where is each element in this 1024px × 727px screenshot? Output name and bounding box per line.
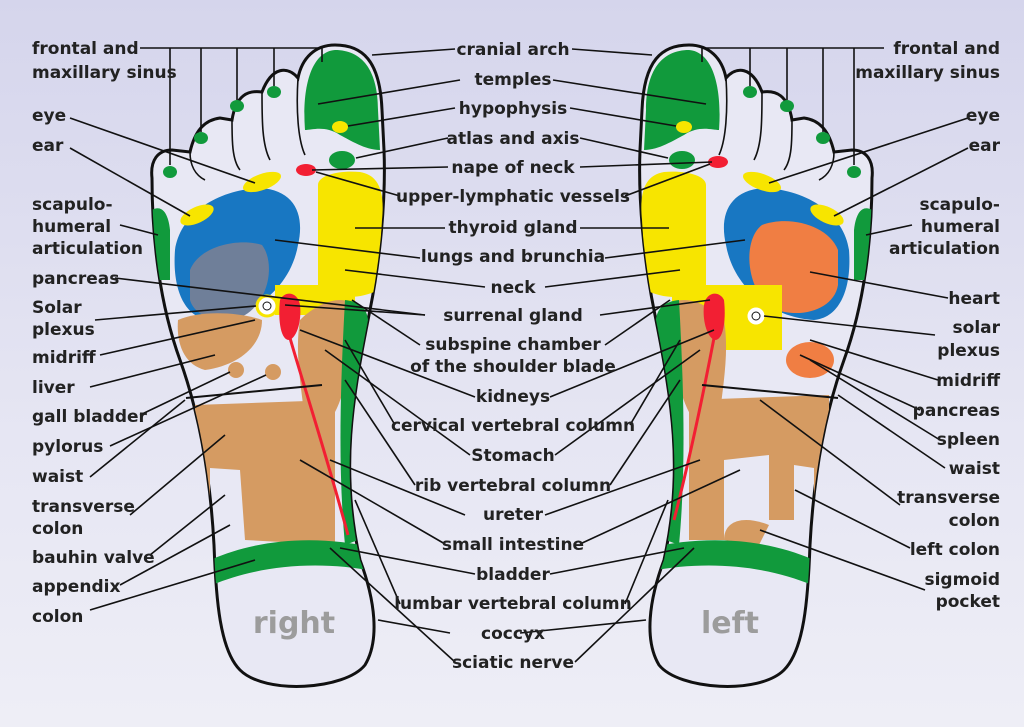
label-r-scapulo-l1: scapulo- — [919, 195, 1000, 215]
label-small-intestine: small intestine — [442, 535, 584, 555]
label-transverse-l2: colon — [32, 519, 83, 539]
label-r-heart: heart — [948, 289, 1000, 309]
label-surrenal-gland: surrenal gland — [443, 306, 583, 326]
right-pancreas-zone — [190, 242, 269, 320]
label-cranial-arch: cranial arch — [456, 40, 569, 60]
right-hypophysis — [332, 121, 348, 133]
right-bladder-band — [210, 540, 378, 585]
label-ear: ear — [32, 136, 64, 156]
label-coccyx: coccyx — [481, 624, 545, 644]
right-toe2-sinus — [267, 86, 281, 98]
center-labels: cranial arch temples hypophysis atlas an… — [391, 40, 635, 673]
label-r-sigmoid-l2: pocket — [936, 592, 1000, 612]
label-stomach: Stomach — [471, 446, 554, 466]
right-foot-label: right — [253, 606, 335, 641]
label-sciatic-nerve: sciatic nerve — [452, 653, 574, 673]
label-lumbar-column: lumbar vertebral column — [394, 594, 632, 614]
label-r-sigmoid-l1: sigmoid — [924, 570, 1000, 590]
label-midriff: midriff — [32, 348, 96, 368]
label-eye: eye — [32, 106, 66, 126]
right-ear-zone — [180, 204, 214, 226]
label-scapulo-l3: articulation — [32, 239, 143, 259]
label-frontal-sinus-l2: maxillary sinus — [32, 63, 177, 83]
label-r-eye: eye — [966, 106, 1000, 126]
left-transverse-colon — [689, 395, 829, 540]
label-appendix: appendix — [32, 577, 120, 597]
label-r-ear: ear — [969, 136, 1001, 156]
label-subspine-l2: of the shoulder blade — [410, 357, 616, 377]
label-rib-column: rib vertebral column — [415, 476, 611, 496]
right-toe3-sinus — [230, 100, 244, 112]
label-r-transverse-l1: transverse — [897, 488, 1000, 508]
right-atlas-axis — [329, 151, 355, 169]
label-nape-of-neck: nape of neck — [451, 158, 575, 178]
label-temples: temples — [474, 70, 551, 90]
label-atlas-axis: atlas and axis — [447, 129, 580, 149]
left-bladder-band — [646, 540, 814, 585]
label-solar-l2: plexus — [32, 320, 95, 340]
label-solar-l1: Solar — [32, 298, 82, 318]
label-lungs: lungs and brunchia — [421, 247, 605, 267]
label-r-frontal-sinus-l1: frontal and — [893, 39, 1000, 59]
label-r-transverse-l2: colon — [949, 511, 1000, 531]
left-foot — [638, 43, 874, 688]
right-ureter — [288, 337, 350, 536]
label-waist: waist — [32, 467, 83, 487]
label-r-left-colon: left colon — [910, 540, 1000, 560]
label-upper-lymphatic: upper-lymphatic vessels — [396, 187, 630, 207]
right-pylorus — [265, 364, 281, 380]
leader-lines — [69, 47, 969, 663]
label-r-solar-l2: plexus — [937, 341, 1000, 361]
left-thyroid-gland — [641, 171, 706, 297]
label-r-scapulo-l3: articulation — [889, 239, 1000, 259]
label-r-pancreas: pancreas — [913, 401, 1000, 421]
right-thyroid-gland — [318, 171, 383, 297]
label-cervical-column: cervical vertebral column — [391, 416, 635, 436]
label-neck: neck — [490, 278, 536, 298]
label-pancreas: pancreas — [32, 269, 119, 289]
label-frontal-sinus-l1: frontal and — [32, 39, 139, 59]
right-waist-line — [185, 384, 323, 399]
label-r-waist: waist — [949, 459, 1000, 479]
label-bauhin-valve: bauhin valve — [32, 548, 155, 568]
label-r-spleen: spleen — [937, 430, 1000, 450]
label-r-solar-l1: solar — [953, 318, 1001, 338]
label-scapulo-l2: humeral — [32, 217, 111, 237]
label-r-midriff: midriff — [936, 371, 1000, 391]
label-r-scapulo-l2: humeral — [921, 217, 1000, 237]
label-hypophysis: hypophysis — [459, 99, 567, 119]
right-liver — [177, 313, 262, 370]
label-colon: colon — [32, 607, 83, 627]
label-transverse-l1: transverse — [32, 497, 135, 517]
right-foot: right — [150, 43, 386, 688]
right-gall-bladder — [228, 362, 244, 378]
right-lymphatic — [296, 164, 316, 176]
right-stomach — [297, 300, 352, 420]
label-r-frontal-sinus-l2: maxillary sinus — [855, 63, 1000, 83]
right-side-labels: frontal and maxillary sinus eye ear scap… — [855, 39, 1000, 612]
label-gall-bladder: gall bladder — [32, 407, 148, 427]
label-subspine-l1: subspine chamber — [425, 335, 601, 355]
label-bladder: bladder — [476, 565, 550, 585]
label-ureter: ureter — [483, 505, 544, 525]
label-pylorus: pylorus — [32, 437, 103, 457]
right-toe5-sinus — [163, 166, 177, 178]
right-toe4-sinus — [194, 132, 208, 144]
left-side-labels: frontal and maxillary sinus eye ear scap… — [32, 39, 177, 627]
label-liver: liver — [32, 378, 75, 398]
left-sigmoid — [724, 520, 769, 545]
label-thyroid-gland: thyroid gland — [448, 218, 577, 238]
label-scapulo-l1: scapulo- — [32, 195, 113, 215]
right-eye-zone — [243, 171, 281, 193]
right-transverse-colon — [195, 400, 335, 545]
left-foot-label: left — [701, 606, 759, 641]
label-kidneys: kidneys — [476, 387, 550, 407]
